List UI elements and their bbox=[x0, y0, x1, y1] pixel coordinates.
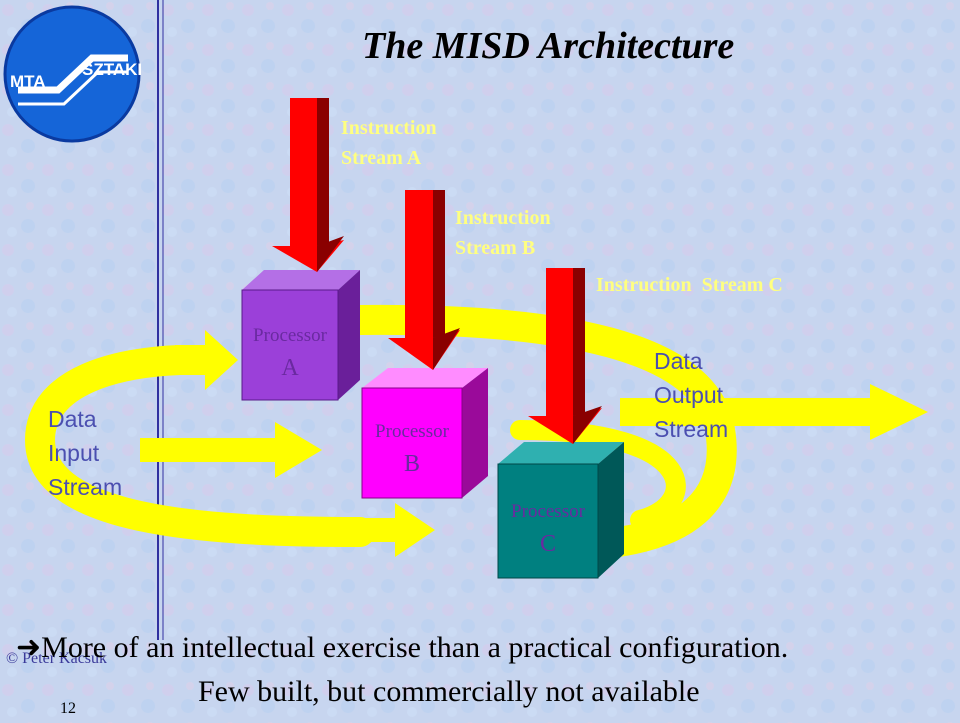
processor-b-label: Processor B bbox=[375, 421, 449, 477]
data-input-label: Data Input Stream bbox=[48, 406, 123, 500]
instruction-stream-a-label: Instruction Stream A bbox=[341, 117, 437, 169]
arrow-bottom-left bbox=[340, 503, 435, 557]
logo-text-right: SZTAKI bbox=[82, 60, 143, 79]
author-credit: © Peter Kacsuk bbox=[6, 650, 108, 667]
page-title: The MISD Architecture bbox=[362, 25, 735, 67]
footer-line-1: ➜More of an intellectual exercise than a… bbox=[16, 631, 789, 664]
processor-a-label: Processor A bbox=[253, 325, 327, 381]
processor-c-box bbox=[497, 442, 624, 579]
data-flow-arrows bbox=[140, 330, 928, 557]
logo-text-left: MTA bbox=[10, 72, 46, 91]
arrow-mid-left bbox=[140, 422, 322, 478]
page-number: 12 bbox=[60, 700, 76, 717]
logo-icon bbox=[3, 5, 141, 143]
arrow-right-icon: ➜ bbox=[16, 631, 42, 664]
data-output-label: Data Output Stream bbox=[654, 348, 729, 442]
arrow-top-left bbox=[175, 330, 238, 390]
processor-c-label: Processor C bbox=[511, 501, 585, 557]
processor-a-box bbox=[241, 270, 360, 401]
flow-lower-loop bbox=[24, 345, 375, 547]
arrow-output bbox=[620, 384, 928, 440]
instruction-stream-c-label: Instruction Stream C bbox=[596, 274, 783, 296]
instruction-stream-b-label: Instruction Stream B bbox=[455, 207, 551, 259]
footer-line-2: Few built, but commercially not availabl… bbox=[198, 675, 700, 708]
processor-b-box bbox=[361, 368, 488, 499]
instruction-arrow-a bbox=[272, 98, 344, 272]
instruction-arrow-b bbox=[388, 190, 460, 370]
instruction-arrow-c bbox=[528, 268, 602, 444]
